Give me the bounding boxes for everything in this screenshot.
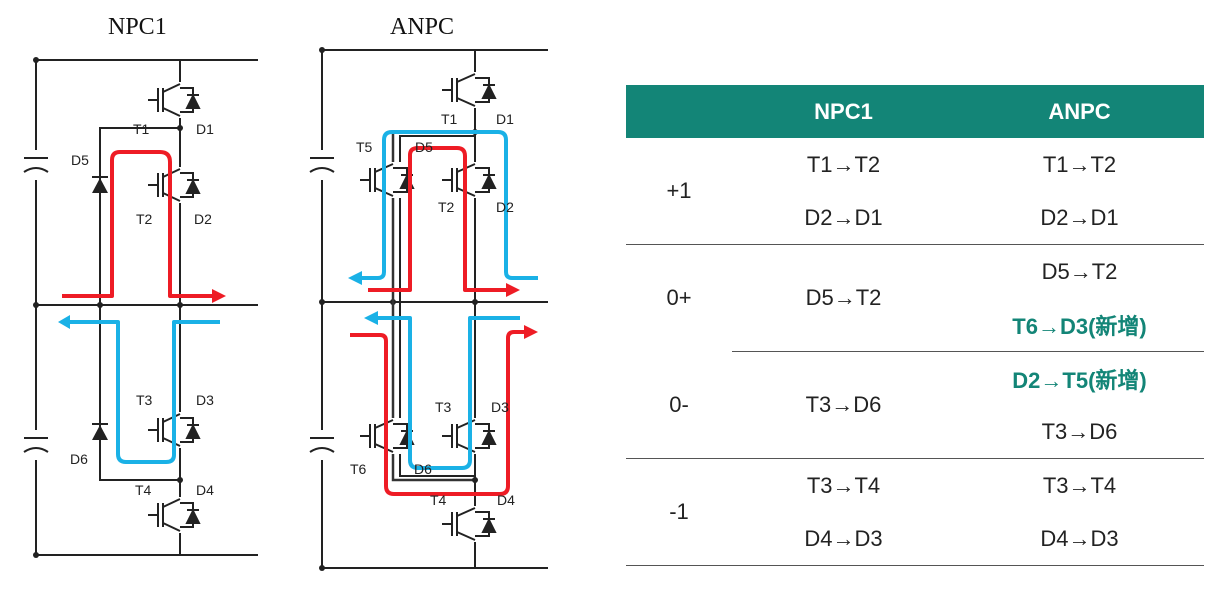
table-header-row: NPC1 ANPC <box>626 85 1204 138</box>
npc1-negative-arrow <box>58 315 70 329</box>
igbt-t2 <box>148 167 201 203</box>
state-cell: 0+ <box>666 285 692 311</box>
npc1-negative-path <box>70 320 220 464</box>
anpc-cell: D5→T2 <box>1041 258 1118 284</box>
label-d6: D6 <box>414 461 432 477</box>
label-d3: D3 <box>196 392 214 408</box>
anpc-title: ANPC <box>390 14 455 40</box>
label-d4: D4 <box>497 492 515 508</box>
anpc-positive-upper-path <box>368 146 506 292</box>
npc1-cell: T1→T2 <box>806 151 881 177</box>
label-t5: T5 <box>356 139 373 155</box>
anpc-negative-lower-arrow <box>364 311 378 325</box>
anpc-negative-upper-path <box>362 130 538 280</box>
igbt-t5 <box>360 162 415 198</box>
capacitor-upper <box>23 150 49 180</box>
anpc-new-cell: D2→T5(新增) <box>1012 367 1147 393</box>
igbt-t1 <box>442 72 497 108</box>
header-anpc: ANPC <box>955 85 1204 138</box>
label-d6: D6 <box>70 451 88 467</box>
igbt-t2 <box>442 162 497 198</box>
npc1-cell: T3→T4 <box>806 472 881 498</box>
label-t2: T2 <box>136 211 153 227</box>
table-row: 0+ D5→T2 D5→T2 <box>626 244 1204 352</box>
label-d2: D2 <box>194 211 212 227</box>
label-t2: T2 <box>438 199 455 215</box>
label-d1: D1 <box>196 121 214 137</box>
label-d3: D3 <box>491 399 509 415</box>
anpc-cell: T1→T2 <box>1042 151 1117 177</box>
anpc-cell: D2→D1 <box>955 191 1204 245</box>
label-t1: T1 <box>133 121 150 137</box>
npc1-cell: D5→T2 <box>732 244 955 352</box>
header-npc1: NPC1 <box>732 85 955 138</box>
capacitor-lower <box>309 430 335 460</box>
capacitor-lower <box>23 430 49 460</box>
anpc-negative-upper-arrow <box>348 271 362 285</box>
npc1-cell: D4→D3 <box>732 512 955 566</box>
header-state <box>626 85 732 138</box>
npc1-cell: D2→D1 <box>732 191 955 245</box>
label-t3: T3 <box>136 392 153 408</box>
table-row: T6→D3(新增) <box>626 298 1204 352</box>
anpc-positive-upper-arrow <box>506 283 520 297</box>
commutation-comparison-table: NPC1 ANPC +1 T1→T2 T1→T2 D2→D1 D2→D1 0+ … <box>626 85 1204 566</box>
npc1-circuit-diagram: T1 D1 D5 T2 D2 T3 D3 D6 T4 D4 <box>23 57 258 558</box>
anpc-cell: D4→D3 <box>955 512 1204 566</box>
label-d4: D4 <box>196 482 214 498</box>
igbt-t4 <box>148 497 201 533</box>
anpc-negative-lower-path <box>378 316 520 470</box>
label-d1: D1 <box>496 111 514 127</box>
state-cell: 0- <box>626 351 732 459</box>
npc1-positive-path <box>62 150 212 298</box>
anpc-circuit-diagram: T1 D1 T5 D5 T2 D2 T3 D3 T6 D6 T4 D4 <box>309 47 548 571</box>
label-t3: T3 <box>435 399 452 415</box>
label-d5: D5 <box>71 152 89 168</box>
anpc-positive-lower-path <box>350 330 524 496</box>
table-row: T3→D6 <box>626 405 1204 459</box>
npc1-positive-arrow <box>212 289 226 303</box>
igbt-t1 <box>148 82 201 118</box>
label-t4: T4 <box>430 492 447 508</box>
table-row: -1 T3→T4 T3→T4 <box>626 458 1204 566</box>
label-t1: T1 <box>441 111 458 127</box>
state-cell: -1 <box>626 458 732 566</box>
capacitor-upper <box>309 150 335 180</box>
anpc-cell: T3→T4 <box>1042 472 1117 498</box>
anpc-new-cell: T6→D3(新增) <box>955 298 1204 352</box>
table-row: D2→D1 D2→D1 <box>626 191 1204 245</box>
igbt-t4 <box>442 506 497 542</box>
label-d2: D2 <box>496 199 514 215</box>
label-d5: D5 <box>415 139 433 155</box>
label-t4: T4 <box>135 482 152 498</box>
state-cell: +1 <box>626 138 732 245</box>
table-row: D4→D3 D4→D3 <box>626 512 1204 566</box>
npc1-title: NPC1 <box>108 14 167 40</box>
label-t6: T6 <box>350 461 367 477</box>
table-row: +1 T1→T2 T1→T2 <box>626 138 1204 245</box>
table-row: 0- T3→D6 D2→T5(新增) <box>626 351 1204 459</box>
anpc-positive-lower-arrow <box>524 325 538 339</box>
npc1-cell: T3→D6 <box>732 351 955 459</box>
anpc-cell: T3→D6 <box>955 405 1204 459</box>
